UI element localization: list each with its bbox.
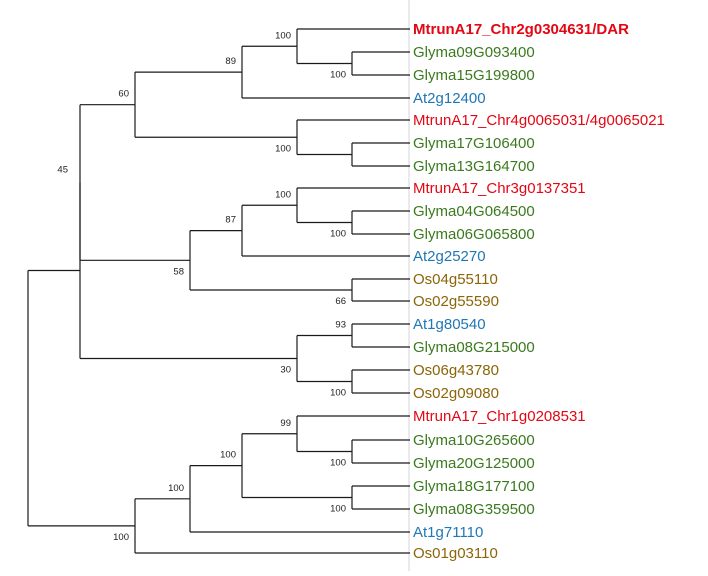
bootstrap-value: 100 xyxy=(275,189,291,200)
tip-label: Os02g55590 xyxy=(413,293,499,310)
tip-label: At2g12400 xyxy=(413,90,486,107)
bootstrap-value: 99 xyxy=(280,418,291,429)
bootstrap-value: 100 xyxy=(330,458,346,469)
tip-label: Glyma17G106400 xyxy=(413,135,535,152)
tip-label: MtrunA17_Chr4g0065031/4g0065021 xyxy=(413,112,665,129)
bootstrap-value: 45 xyxy=(57,165,68,176)
bootstrap-value: 100 xyxy=(275,143,291,154)
tip-label: At2g25270 xyxy=(413,248,486,265)
tip-label: Glyma08G359500 xyxy=(413,501,535,518)
tip-label: At1g80540 xyxy=(413,316,486,333)
bootstrap-value: 100 xyxy=(330,388,346,399)
tip-label: Glyma04G064500 xyxy=(413,203,535,220)
tip-label: Glyma06G065800 xyxy=(413,226,535,243)
tip-label: At1g71110 xyxy=(413,524,483,541)
tip-label: MtrunA17_Chr2g0304631/DAR xyxy=(413,21,629,38)
bootstrap-value: 66 xyxy=(335,296,346,307)
tip-label: Glyma18G177100 xyxy=(413,478,535,495)
tip-label: Glyma10G265600 xyxy=(413,432,535,449)
bootstrap-value: 100 xyxy=(168,483,184,494)
tip-label: Glyma15G199800 xyxy=(413,67,535,84)
bootstrap-value: 100 xyxy=(330,229,346,240)
tip-label: Os01g03110 xyxy=(413,545,498,562)
tip-label: MtrunA17_Chr1g0208531 xyxy=(413,408,586,425)
bootstrap-value: 60 xyxy=(118,89,129,100)
tip-label: Glyma08G215000 xyxy=(413,339,535,356)
tip-label: MtrunA17_Chr3g0137351 xyxy=(413,180,586,197)
bootstrap-value: 87 xyxy=(225,215,236,226)
bootstrap-value: 30 xyxy=(280,365,291,376)
tip-label: Os02g09080 xyxy=(413,385,499,402)
bootstrap-value: 89 xyxy=(225,56,236,67)
bootstrap-value: 93 xyxy=(335,320,346,331)
tip-label: Os06g43780 xyxy=(413,362,499,379)
tip-label: Glyma13G164700 xyxy=(413,158,535,175)
tip-label: Glyma20G125000 xyxy=(413,455,535,472)
bootstrap-value: 100 xyxy=(330,70,346,81)
bootstrap-value: 100 xyxy=(330,504,346,515)
bootstrap-value: 58 xyxy=(173,266,184,277)
bootstrap-value: 100 xyxy=(220,450,236,461)
tip-label: Glyma09G093400 xyxy=(413,44,535,61)
tip-label: Os04g55110 xyxy=(413,271,498,288)
bootstrap-value: 100 xyxy=(275,30,291,41)
bootstrap-value: 100 xyxy=(113,532,129,543)
